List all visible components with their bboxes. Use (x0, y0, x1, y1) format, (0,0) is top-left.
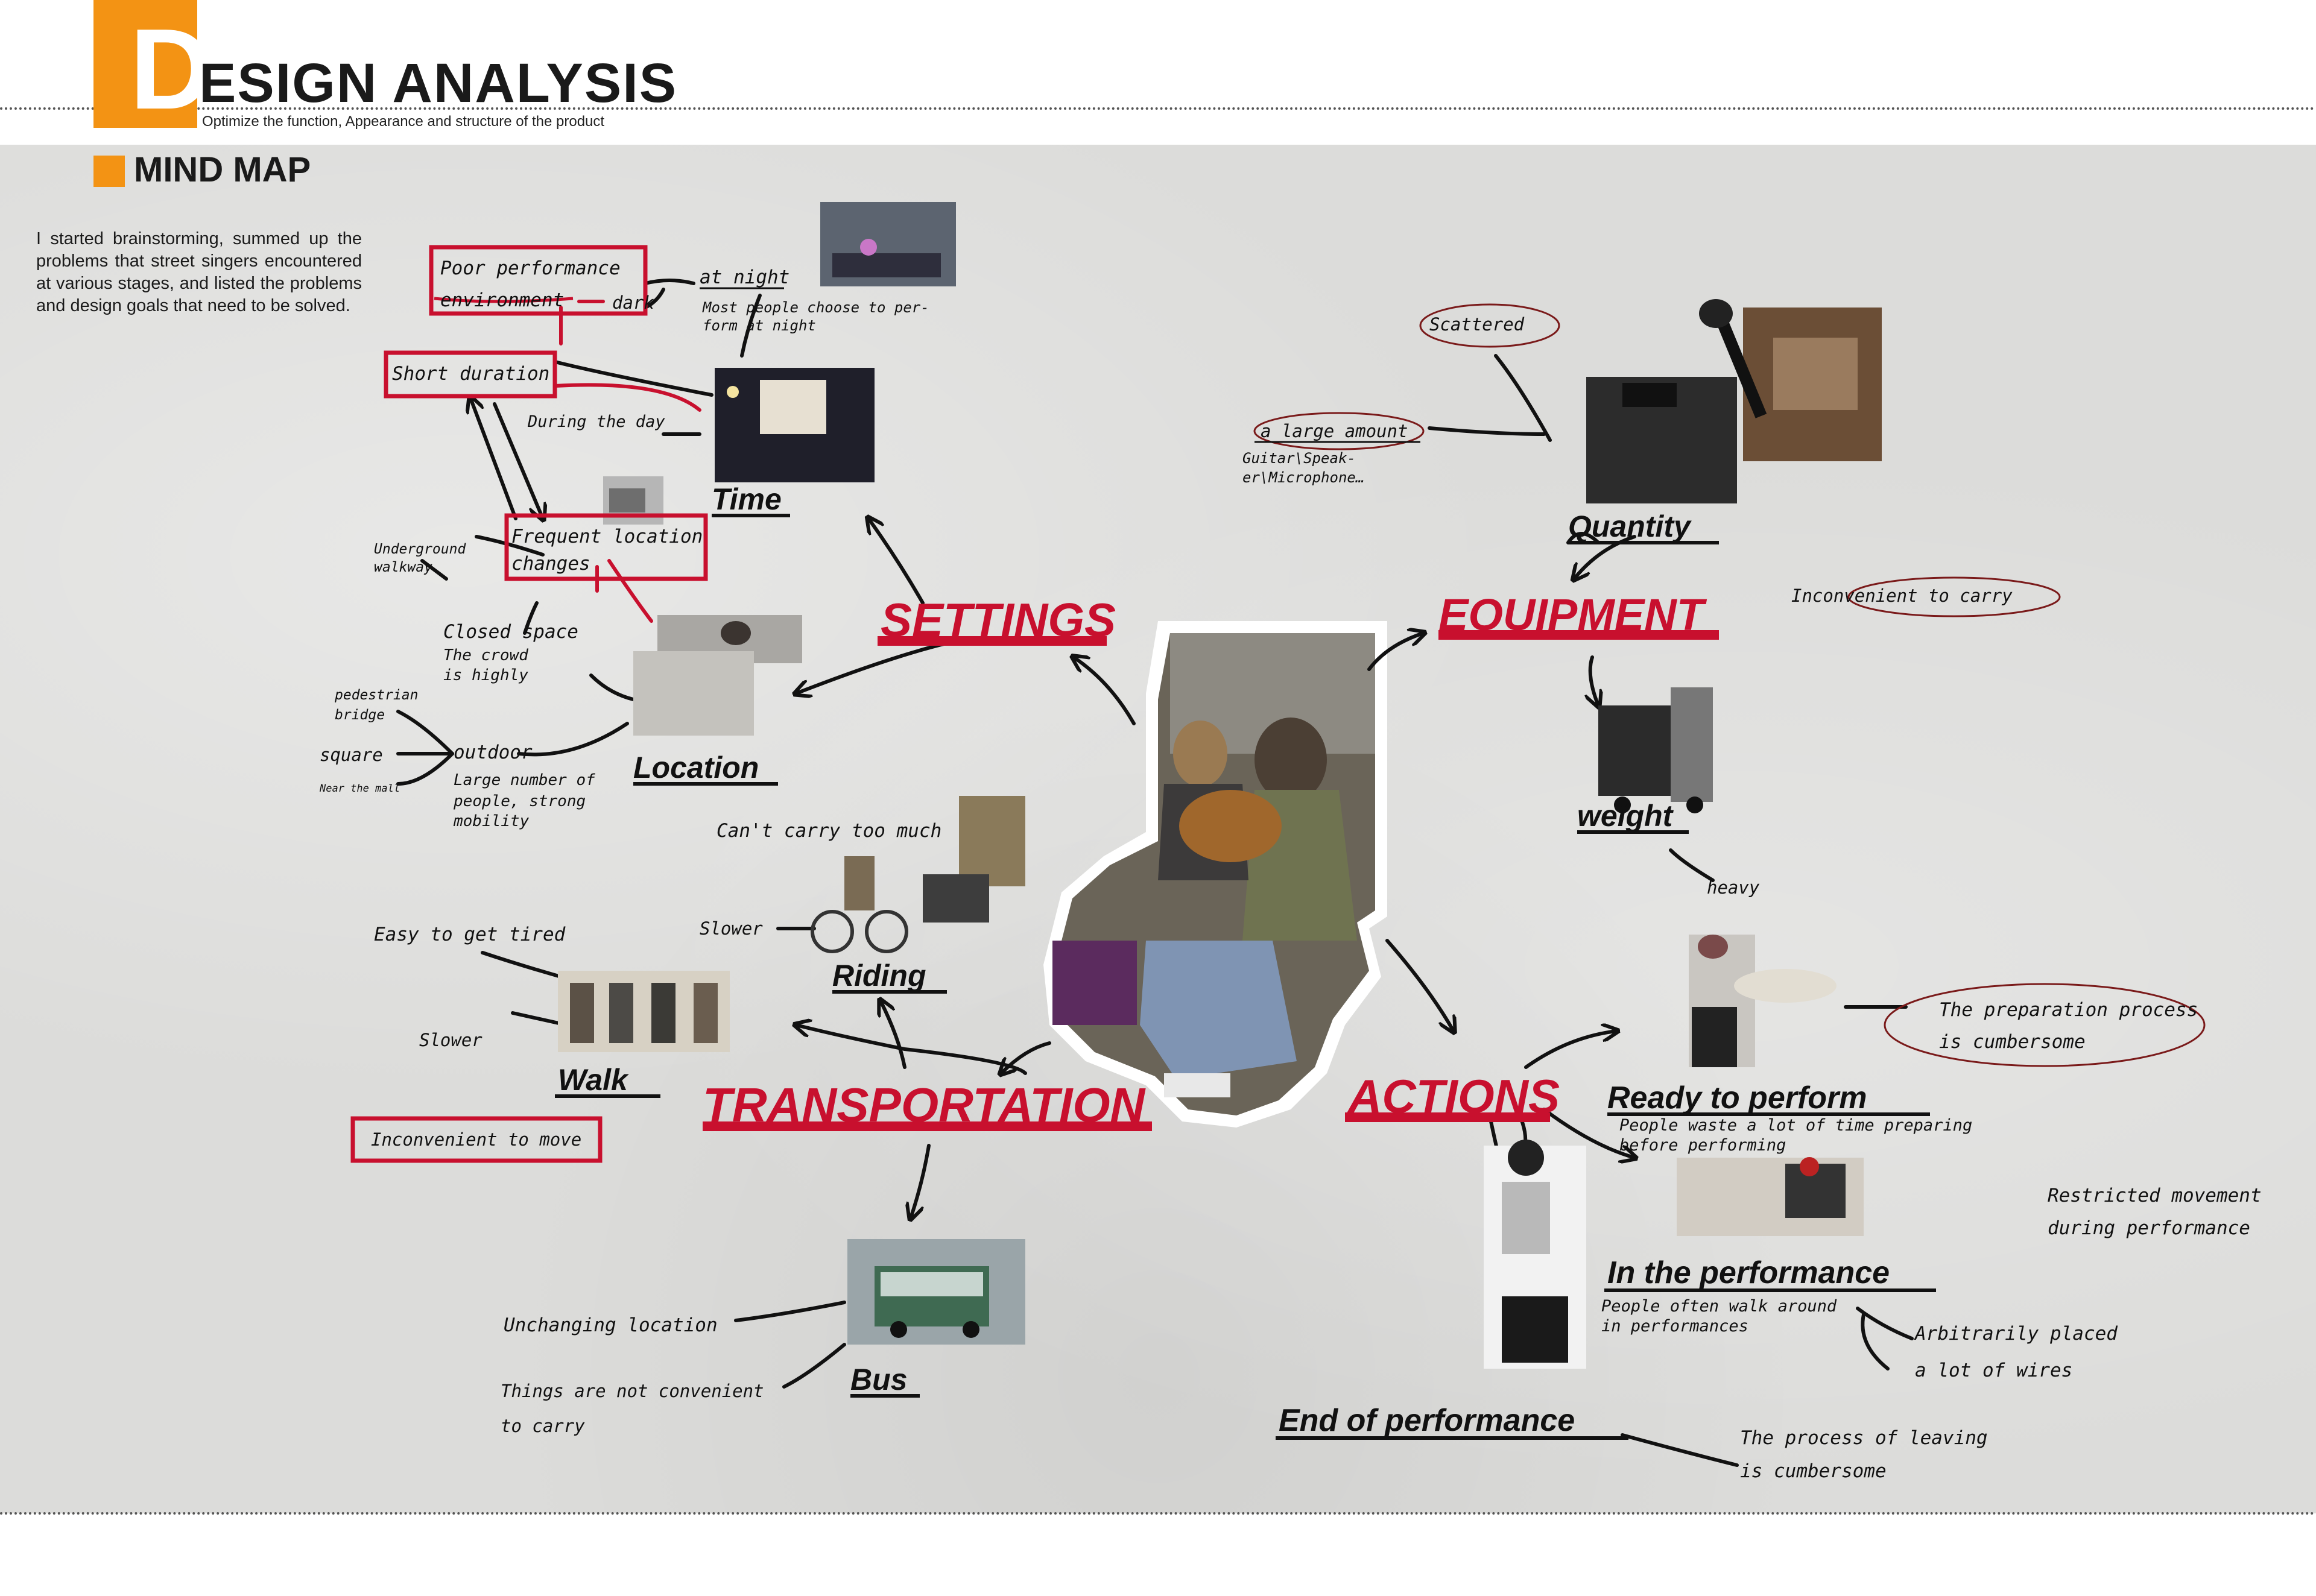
note-pedestrian-2: bridge (335, 707, 385, 723)
page-subtitle: Optimize the function, Appearance and st… (202, 113, 605, 130)
note-pedestrian-1: pedestrian (334, 687, 418, 703)
node-location: Location (633, 751, 759, 784)
note-inconvenient-carry: Inconvenient to carry (1791, 585, 2013, 606)
note-guitar-1: Guitar\Speak- (1242, 450, 1356, 467)
note-arbitrary-2: a lot of wires (1915, 1360, 2072, 1381)
logo-letter: D (130, 5, 213, 133)
note-at-night: at night (700, 267, 789, 288)
footer (0, 1513, 2316, 1596)
note-prep-1: The preparation process (1939, 999, 2198, 1021)
note-inconvenient-move: Inconvenient to move (371, 1129, 581, 1150)
note-frequent-2: changes (511, 553, 590, 575)
footer-dotted-rule (0, 1512, 2316, 1515)
note-short-duration: Short duration (392, 363, 549, 385)
node-end-performance: End of performance (1279, 1403, 1575, 1438)
branch-equipment: EQUIPMENT (1438, 590, 1707, 640)
note-leaving-2: is cumbersome (1740, 1460, 1887, 1482)
note-ready-2: before performing (1619, 1136, 1786, 1155)
note-slower-walk: Slower (419, 1030, 482, 1050)
note-near-mall: Near the mall (319, 783, 400, 795)
note-outdoor: outdoor (454, 742, 533, 763)
note-night-1: Most people choose to per- (702, 299, 929, 316)
note-slower-riding: Slower (700, 918, 763, 939)
note-guitar-2: er\Microphone… (1242, 469, 1364, 486)
note-restricted-1: Restricted movement (2048, 1185, 2262, 1206)
photo-riding (811, 796, 1025, 953)
note-frequent-1: Frequent location (511, 526, 703, 547)
note-underground-1: Underground (374, 541, 466, 557)
note-heavy: heavy (1707, 877, 1760, 898)
node-bus: Bus (850, 1363, 907, 1396)
note-leaving-1: The process of leaving (1740, 1427, 1988, 1449)
page-title: ESIGN ANALYSIS (199, 52, 678, 114)
photo-end-performance (1484, 1140, 1586, 1369)
logo-block (93, 0, 197, 128)
note-dark: dark (612, 292, 654, 313)
note-crowd-1: The crowd (443, 646, 528, 664)
note-large-2: people, strong (453, 792, 586, 810)
note-large-3: mobility (453, 812, 530, 830)
section-title: MIND MAP (134, 150, 311, 189)
note-crowd-2: is highly (443, 666, 528, 684)
note-during-day: During the day (527, 412, 665, 431)
photo-bus (847, 1239, 1025, 1345)
note-arbitrary-1: Arbitrarily placed (1914, 1323, 2118, 1345)
note-closed-space: Closed space (443, 621, 578, 643)
note-square: square (320, 745, 383, 765)
central-photo (1043, 621, 1387, 1128)
photo-closed-space (633, 615, 802, 736)
note-large-1: Large number of (454, 771, 595, 789)
section-bullet (93, 156, 125, 187)
photo-speaker-trolley (1598, 687, 1713, 813)
note-prep-2: is cumbersome (1939, 1031, 2086, 1053)
note-things-2: to carry (501, 1416, 585, 1436)
note-in-perf-1: People often walk around (1601, 1297, 1837, 1316)
branch-settings: SETTINGS (881, 593, 1116, 646)
note-large-amount: a large amount (1261, 421, 1408, 441)
node-quantity: Quantity (1568, 509, 1692, 543)
node-ready: Ready to perform (1607, 1080, 1867, 1115)
note-cant-carry: Can't carry too much (717, 820, 941, 842)
note-underground-2: walkway (374, 560, 432, 575)
note-poor-1: Poor performance (440, 257, 621, 279)
node-riding: Riding (832, 959, 926, 992)
header (0, 0, 2316, 145)
header-dotted-rule (0, 107, 2316, 110)
note-poor-2: environment (440, 289, 564, 311)
node-in-performance: In the performance (1607, 1255, 1890, 1290)
note-unchanging: Unchanging location (504, 1314, 718, 1336)
photo-microphone-speaker (1586, 299, 1882, 503)
note-night-2: form at night (703, 317, 816, 334)
branch-transportation: TRANSPORTATION (703, 1078, 1147, 1132)
note-easy-tired: Easy to get tired (374, 924, 566, 945)
photo-performance (1677, 1157, 1864, 1236)
note-ready-1: People waste a lot of time preparing (1619, 1116, 1972, 1135)
note-in-perf-2: in performances (1601, 1317, 1748, 1336)
note-things-1: Things are not convenient (501, 1381, 764, 1401)
node-weight: weight (1577, 799, 1674, 833)
branch-actions: ACTIONS (1347, 1070, 1560, 1123)
photo-night-subway (820, 202, 956, 286)
photo-ready-perform (1689, 935, 1837, 1067)
node-time: Time (712, 482, 782, 516)
note-restricted-2: during performance (2048, 1217, 2250, 1239)
photo-night-street (715, 368, 875, 482)
photo-walking (558, 971, 730, 1052)
intro-text: I started brainstorming, summed up the p… (36, 229, 362, 315)
note-scattered: Scattered (1429, 314, 1525, 335)
node-walk: Walk (558, 1063, 629, 1097)
